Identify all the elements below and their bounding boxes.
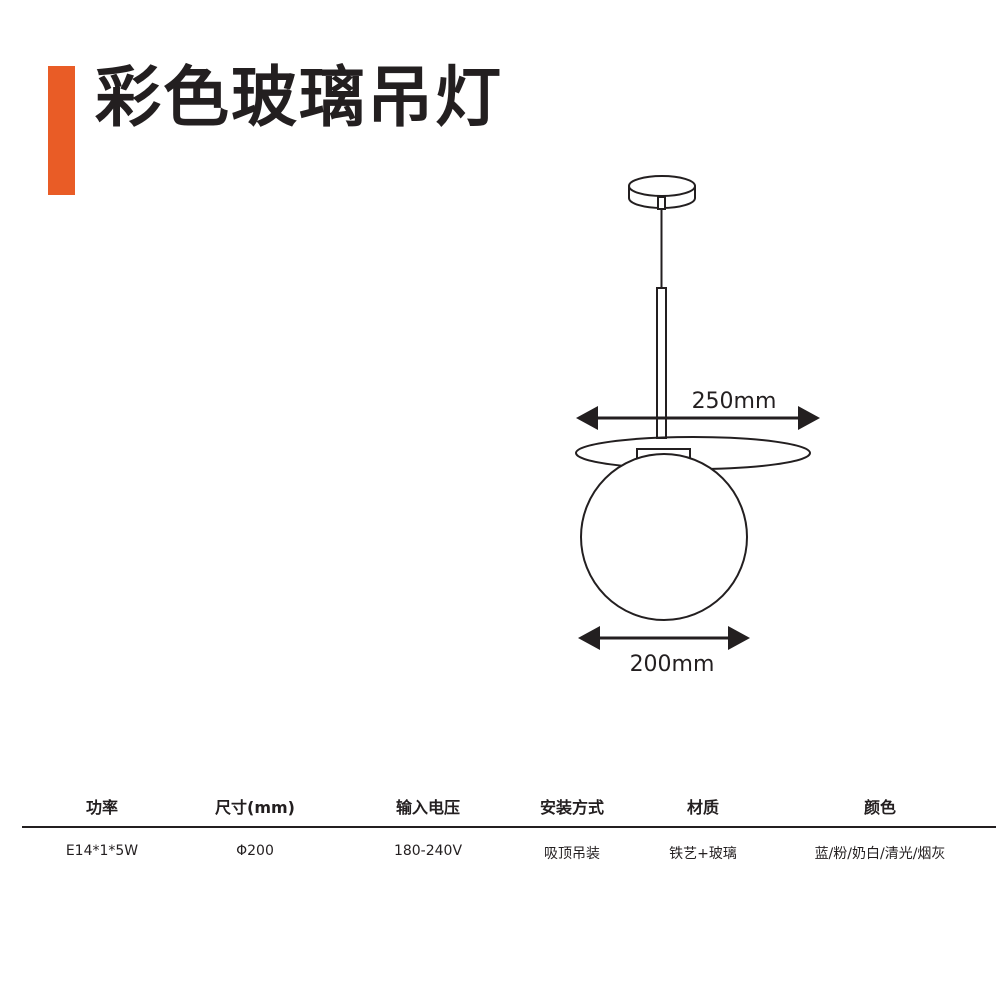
header-power: 功率	[85, 798, 119, 817]
glass-globe	[580, 453, 748, 621]
header-voltage: 输入电压	[395, 798, 461, 817]
table-divider	[22, 826, 996, 828]
spec-table-header: 功率 尺寸(mm) 输入电压 安装方式 材质 颜色	[0, 790, 1000, 820]
header-material: 材质	[686, 798, 720, 817]
page-title: 彩色玻璃吊灯	[95, 59, 503, 136]
accent-bar	[48, 66, 75, 195]
value-power: E14*1*5W	[65, 843, 139, 859]
globe-dimension-label: 200mm	[630, 652, 715, 677]
shade-dimension-label: 250mm	[692, 389, 777, 414]
header-color: 颜色	[863, 798, 897, 817]
globe-dimension-arrow	[578, 626, 750, 650]
shade-dimension-arrow	[576, 406, 820, 430]
header-installation: 安装方式	[539, 798, 605, 817]
value-voltage: 180-240V	[393, 843, 463, 859]
header-size: 尺寸(mm)	[215, 798, 295, 817]
value-material: 铁艺+玻璃	[669, 846, 737, 862]
value-installation: 吸顶吊装	[544, 846, 600, 862]
value-size: Φ200	[236, 843, 274, 859]
lamp-rod	[656, 287, 667, 439]
value-color: 蓝/粉/奶白/清光/烟灰	[814, 846, 946, 862]
spec-table-row: E14*1*5W Φ200 180-240V 吸顶吊装 铁艺+玻璃 蓝/粉/奶白…	[0, 843, 1000, 873]
ceiling-canopy	[628, 175, 696, 210]
